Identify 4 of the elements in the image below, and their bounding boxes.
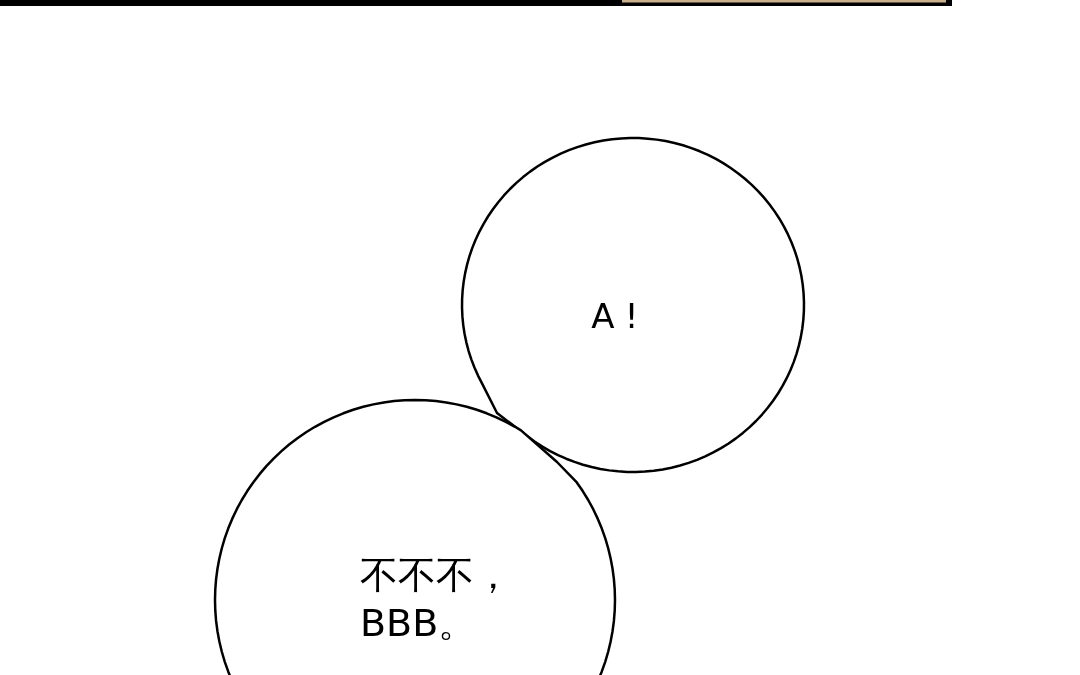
speech-text: A! bbox=[590, 295, 650, 338]
speech-bubble bbox=[214, 398, 618, 675]
speech-bubble bbox=[460, 136, 808, 476]
speech-text: 不不不，BBB。 bbox=[360, 552, 513, 647]
